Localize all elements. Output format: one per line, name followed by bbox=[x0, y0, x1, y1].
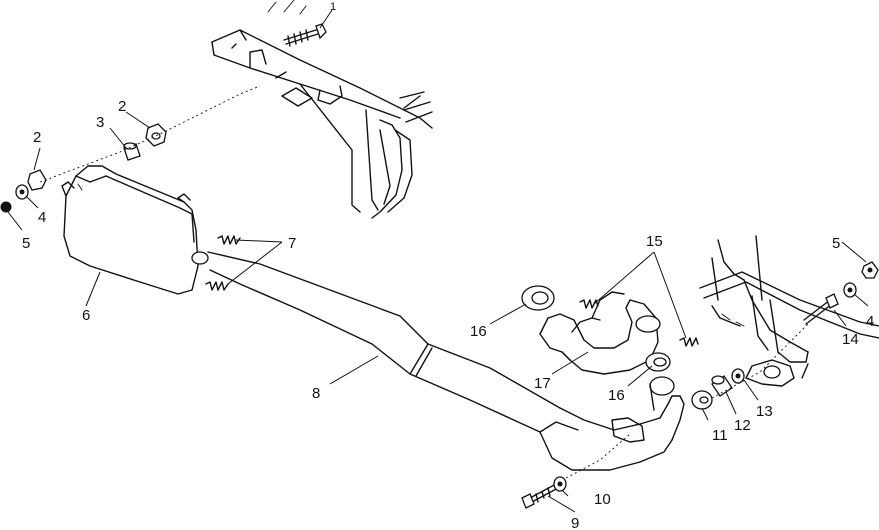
spacer-3 bbox=[123, 142, 141, 161]
washer-4-right bbox=[843, 282, 857, 298]
grommet-11 bbox=[691, 390, 713, 410]
grommet-2-upper bbox=[145, 123, 167, 147]
callout-2-lower: 2 bbox=[33, 129, 41, 146]
washer-10 bbox=[553, 476, 567, 492]
exhaust-spring-15-right bbox=[679, 337, 699, 347]
callout-5-right: 5 bbox=[832, 235, 840, 252]
callout-4-left: 4 bbox=[38, 209, 46, 226]
callout-10: 10 bbox=[594, 491, 611, 508]
grommet-2-lower bbox=[27, 169, 47, 191]
mount-axis-bottom bbox=[565, 433, 631, 479]
bracket-13 bbox=[745, 359, 795, 387]
callout-12: 12 bbox=[734, 417, 751, 434]
callout-16-left: 16 bbox=[470, 323, 487, 340]
callout-15: 15 bbox=[646, 233, 663, 250]
bolt-1 bbox=[283, 23, 327, 47]
callout-labels: 1 2 2 3 4 4 5 5 6 7 8 9 10 11 12 13 14 1… bbox=[22, 1, 874, 530]
bolt-14 bbox=[803, 293, 839, 325]
chassis-frame-upper bbox=[211, 0, 433, 219]
callout-4-right: 4 bbox=[866, 313, 874, 330]
callout-2-upper: 2 bbox=[118, 98, 126, 115]
spring-7-lower bbox=[205, 281, 229, 291]
callout-5-left: 5 bbox=[22, 235, 30, 252]
callout-13: 13 bbox=[756, 403, 773, 420]
leader-1 bbox=[319, 9, 333, 29]
nut-5-right bbox=[861, 261, 879, 279]
callout-3: 3 bbox=[96, 114, 104, 131]
callout-1: 1 bbox=[330, 1, 336, 13]
callout-7: 7 bbox=[288, 235, 296, 252]
spacer-12 bbox=[711, 375, 733, 397]
callout-11: 11 bbox=[712, 427, 728, 444]
callout-16-right: 16 bbox=[608, 387, 625, 404]
exhaust-spring-15-left bbox=[579, 299, 599, 309]
callout-14: 14 bbox=[842, 331, 859, 348]
tail-pipe bbox=[207, 251, 685, 471]
callout-6: 6 bbox=[82, 307, 90, 324]
leader-lines bbox=[7, 111, 869, 513]
nut-5-left bbox=[0, 201, 12, 213]
washer-13 bbox=[731, 368, 745, 384]
mount-axis-left bbox=[39, 85, 261, 183]
callout-9: 9 bbox=[571, 515, 579, 530]
callout-17: 17 bbox=[534, 375, 551, 392]
exhaust-pipe bbox=[539, 291, 661, 375]
spring-7-upper bbox=[217, 235, 241, 245]
muffler bbox=[61, 165, 209, 295]
seal-16-upper bbox=[521, 285, 555, 311]
chassis-frame-right bbox=[699, 235, 879, 379]
bolt-9 bbox=[521, 483, 559, 509]
washer-4-left bbox=[15, 184, 29, 200]
callout-8: 8 bbox=[312, 385, 320, 402]
